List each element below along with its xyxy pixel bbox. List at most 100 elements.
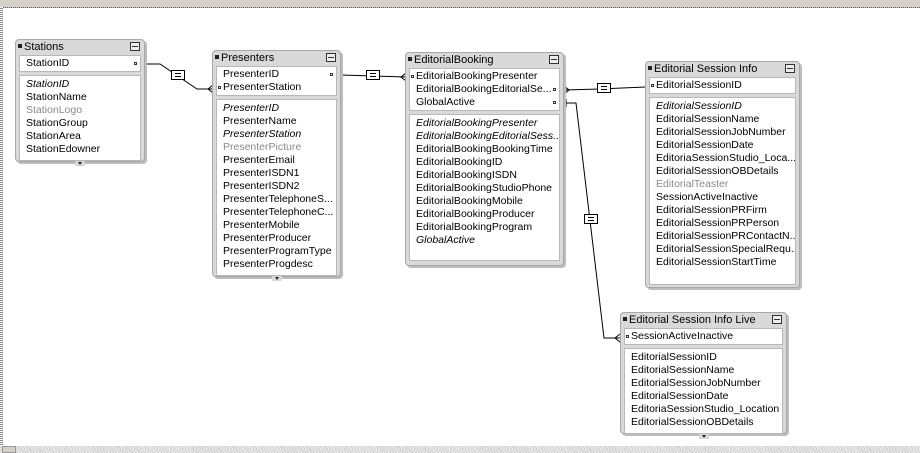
field-item[interactable]: EditorialBookingISDN [416,169,517,181]
field-item[interactable]: EditorialSessionJobNumber [631,377,761,389]
connector-handle-icon[interactable] [651,84,654,87]
match-field[interactable]: EditorialBookingEditorialSe... [410,83,559,96]
connector-handle-icon[interactable] [553,88,556,91]
field-item[interactable]: EditorialSessionOBDetails [631,416,754,428]
field-item[interactable]: EditorialSessionStartTime [656,256,777,268]
match-field[interactable]: GlobalActive [410,96,559,109]
drag-grip-icon[interactable] [648,66,652,70]
scroll-down-arrow-icon[interactable] [698,434,709,439]
field-item[interactable]: PresenterProgdesc [223,258,313,270]
match-field[interactable]: PresenterID [217,68,336,81]
field-item[interactable]: PresenterPicture [223,141,302,153]
connector-handle-icon[interactable] [330,73,333,76]
connector-handle-icon[interactable] [218,86,221,89]
field-item[interactable]: EditorialBookingProgram [416,221,533,233]
match-field[interactable]: StationID [20,57,140,70]
field-item[interactable]: EditorialBookingID [416,156,503,168]
field-item[interactable]: SessionActiveInactive [656,191,759,203]
table-occurrence-editorialbooking[interactable]: EditorialBooking EditorialBookingPresent… [405,52,564,266]
horizontal-scrollbar[interactable] [0,446,920,453]
scroll-down-arrow-icon[interactable] [75,161,85,166]
field-item[interactable]: PresenterTelephoneC... [223,206,334,218]
relationship-operator-booking-sessionlive[interactable] [584,214,598,224]
field-item[interactable]: EditorialSessionDate [631,390,729,402]
field-item[interactable]: EditorialSessionID [631,351,717,363]
field-item[interactable]: PresenterStation [223,128,302,140]
field-item[interactable]: EditorialSessionSpecialRequ... [656,243,795,255]
field-item[interactable]: EditorialTeaster [656,178,729,190]
drag-grip-icon[interactable] [215,55,219,59]
field-item[interactable]: EditoriaSessionStudio_Loca... [656,152,795,164]
field-item[interactable]: EditorialSessionName [631,364,735,376]
field-item[interactable]: PresenterID [223,102,280,114]
table-occurrence-editorial-session-info[interactable]: Editorial Session Info EditorialSessionI… [645,61,800,288]
table-title: EditorialBooking [414,54,494,66]
collapse-toggle-icon[interactable] [326,53,336,62]
table-header[interactable]: EditorialBooking [406,53,563,68]
collapse-toggle-icon[interactable] [549,55,559,64]
match-field[interactable]: EditorialSessionID [650,79,795,92]
collapse-toggle-icon[interactable] [772,315,782,324]
field-item[interactable]: GlobalActive [416,234,475,246]
connector-handle-icon[interactable] [411,75,414,78]
relationship-operator-presenters-booking[interactable] [366,70,380,80]
relationship-operator-stations-presenters[interactable] [171,70,185,80]
drag-grip-icon[interactable] [623,317,627,321]
scroll-down-arrow-icon[interactable] [271,276,282,281]
field-item[interactable]: PresenterProgramType [223,245,332,257]
field-item[interactable]: StationEdowner [26,143,101,155]
field-item[interactable]: EditorialBookingStudioPhone [416,182,553,194]
field-item[interactable]: EditorialSessionOBDetails [656,165,779,177]
collapse-toggle-icon[interactable] [130,42,140,51]
collapse-toggle-icon[interactable] [785,64,795,73]
field-item[interactable]: EditorialBookingProducer [416,208,535,220]
field-item[interactable]: StationArea [26,130,81,142]
field-item[interactable]: EditorialBookingBookingTime [416,143,553,155]
field-item[interactable]: PresenterISDN1 [223,167,300,179]
field-item[interactable]: EditorialSessionID [656,100,742,112]
table-header[interactable]: Stations [16,40,144,55]
match-field[interactable]: EditorialBookingPresenter [410,70,559,83]
field-item[interactable]: PresenterMobile [223,219,300,231]
field-item[interactable]: StationLogo [26,104,83,116]
table-header[interactable]: Editorial Session Info Live [621,313,786,328]
relationship-operator-booking-sessioninfo[interactable] [597,83,611,93]
drag-grip-icon[interactable] [18,44,22,48]
field-item[interactable]: EditorialSessionPRContactN... [656,230,795,242]
table-occurrence-editorial-session-info-live[interactable]: Editorial Session Info Live SessionActiv… [620,312,787,439]
field-item[interactable]: PresenterName [223,115,297,127]
field-item[interactable]: StationName [26,91,87,103]
field-item[interactable]: PresenterProducer [223,232,312,244]
scrollbar-left-button[interactable] [2,446,16,453]
crowfoot-sessionlive [614,333,621,343]
table-header[interactable]: Editorial Session Info [646,62,799,77]
field-item[interactable]: PresenterISDN2 [223,180,300,192]
connector-handle-icon[interactable] [626,335,629,338]
field-item[interactable]: EditoriaSessionStudio_Location [631,403,780,415]
field-item[interactable]: EditorialSessionDate [656,139,754,151]
connector-handle-icon[interactable] [134,62,137,65]
field-item[interactable]: EditorialBookingMobile [416,195,523,207]
field-item[interactable]: EditorialSessionPRFirm [656,204,767,216]
field-item[interactable]: EditorialSessionJobNumber [656,126,786,138]
field-item[interactable]: EditorialSessionPRPerson [656,217,780,229]
field-item[interactable]: StationGroup [26,117,88,129]
connector-handle-icon[interactable] [553,101,556,104]
drag-grip-icon[interactable] [408,57,412,61]
field-item[interactable]: PresenterEmail [223,154,295,166]
match-field[interactable]: PresenterStation [217,81,336,94]
field-item[interactable]: StationID [26,78,70,90]
table-header[interactable]: Presenters [213,51,340,66]
field-item[interactable]: EditorialBookingPresenter [416,117,538,129]
field-item[interactable]: PresenterTelephoneS... [223,193,333,205]
field-item[interactable]: EditorialSessionName [656,113,760,125]
field-item[interactable]: EditorialBookingEditorialSess... [416,130,559,142]
match-field[interactable]: SessionActiveInactive [625,330,782,343]
